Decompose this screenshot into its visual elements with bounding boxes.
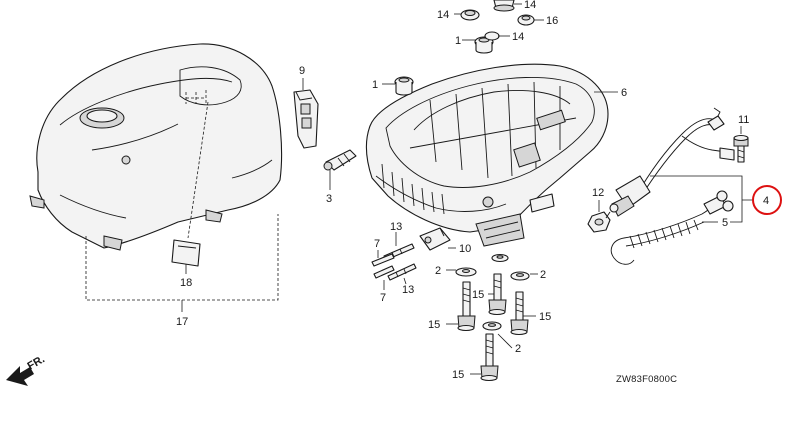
washer-2c[interactable] <box>510 271 530 281</box>
callout-2-right: 2 <box>540 269 546 281</box>
spring-pin-13-lower[interactable] <box>387 263 417 281</box>
callout-7-upper: 7 <box>374 238 380 250</box>
callout-1-upper: 1 <box>455 35 461 47</box>
callout-13-upper: 13 <box>390 221 402 233</box>
grommet-1-upper[interactable] <box>474 31 500 54</box>
callout-1-lower: 1 <box>372 79 378 91</box>
guide-pin[interactable] <box>323 149 357 171</box>
callout-11: 11 <box>738 114 749 126</box>
label-leader-line <box>187 101 209 239</box>
highlighted-part-4[interactable]: 4 <box>752 185 782 215</box>
callout-14-top: 14 <box>524 0 536 11</box>
grommet-1-lower[interactable] <box>394 76 414 96</box>
bolt-15c[interactable] <box>510 291 529 336</box>
grommet-top[interactable] <box>493 0 515 12</box>
front-direction-arrow: FR. <box>6 353 47 386</box>
callout-14-lower: 14 <box>512 31 524 43</box>
washer-2b[interactable] <box>491 253 509 263</box>
callout-2-bottom: 2 <box>515 343 521 355</box>
callout-6: 6 <box>621 87 627 99</box>
plug-16[interactable] <box>517 14 535 26</box>
pin-7-upper[interactable] <box>371 253 395 267</box>
callout-18: 18 <box>180 277 192 289</box>
callout-10: 10 <box>459 243 471 255</box>
nut-12[interactable] <box>587 211 611 233</box>
bolt-15b[interactable] <box>488 273 507 316</box>
washer-2d[interactable] <box>482 321 502 331</box>
pin-7-lower[interactable] <box>373 265 395 279</box>
callout-3: 3 <box>326 193 332 205</box>
callout-16: 16 <box>546 15 558 27</box>
callout-13-lower: 13 <box>402 284 414 296</box>
bolt-15a[interactable] <box>457 281 476 332</box>
switch-assembly-bracket <box>650 175 752 223</box>
under-case[interactable] <box>365 63 609 247</box>
emergency-stop-switch[interactable] <box>605 107 735 219</box>
callout-4: 4 <box>763 195 769 207</box>
callout-17: 17 <box>176 316 188 328</box>
front-label: FR. <box>26 353 47 372</box>
diagram-code: ZW83F0800C <box>616 374 677 385</box>
callout-15-upper: 15 <box>472 289 484 301</box>
bolt-11[interactable] <box>733 134 749 163</box>
lanyard-cord[interactable] <box>610 190 734 265</box>
clip-10[interactable] <box>419 227 451 251</box>
callout-15-bottom: 15 <box>452 369 464 381</box>
mounting-bracket[interactable] <box>293 89 319 149</box>
engine-cover[interactable] <box>29 43 283 251</box>
callout-2-left: 2 <box>435 265 441 277</box>
bolt-15d[interactable] <box>480 333 499 382</box>
washer-2a[interactable] <box>455 267 477 277</box>
callout-5: 5 <box>722 217 728 229</box>
leader-2d <box>497 333 513 349</box>
caution-label[interactable] <box>171 239 201 267</box>
callout-15-left: 15 <box>428 319 440 331</box>
callout-14: 14 <box>437 9 449 21</box>
callout-12: 12 <box>592 187 604 199</box>
callout-15-right: 15 <box>539 311 551 323</box>
callout-7-lower: 7 <box>380 292 386 304</box>
grommet-14[interactable] <box>460 9 480 21</box>
leader-13b <box>403 277 407 285</box>
callout-9: 9 <box>299 65 305 77</box>
